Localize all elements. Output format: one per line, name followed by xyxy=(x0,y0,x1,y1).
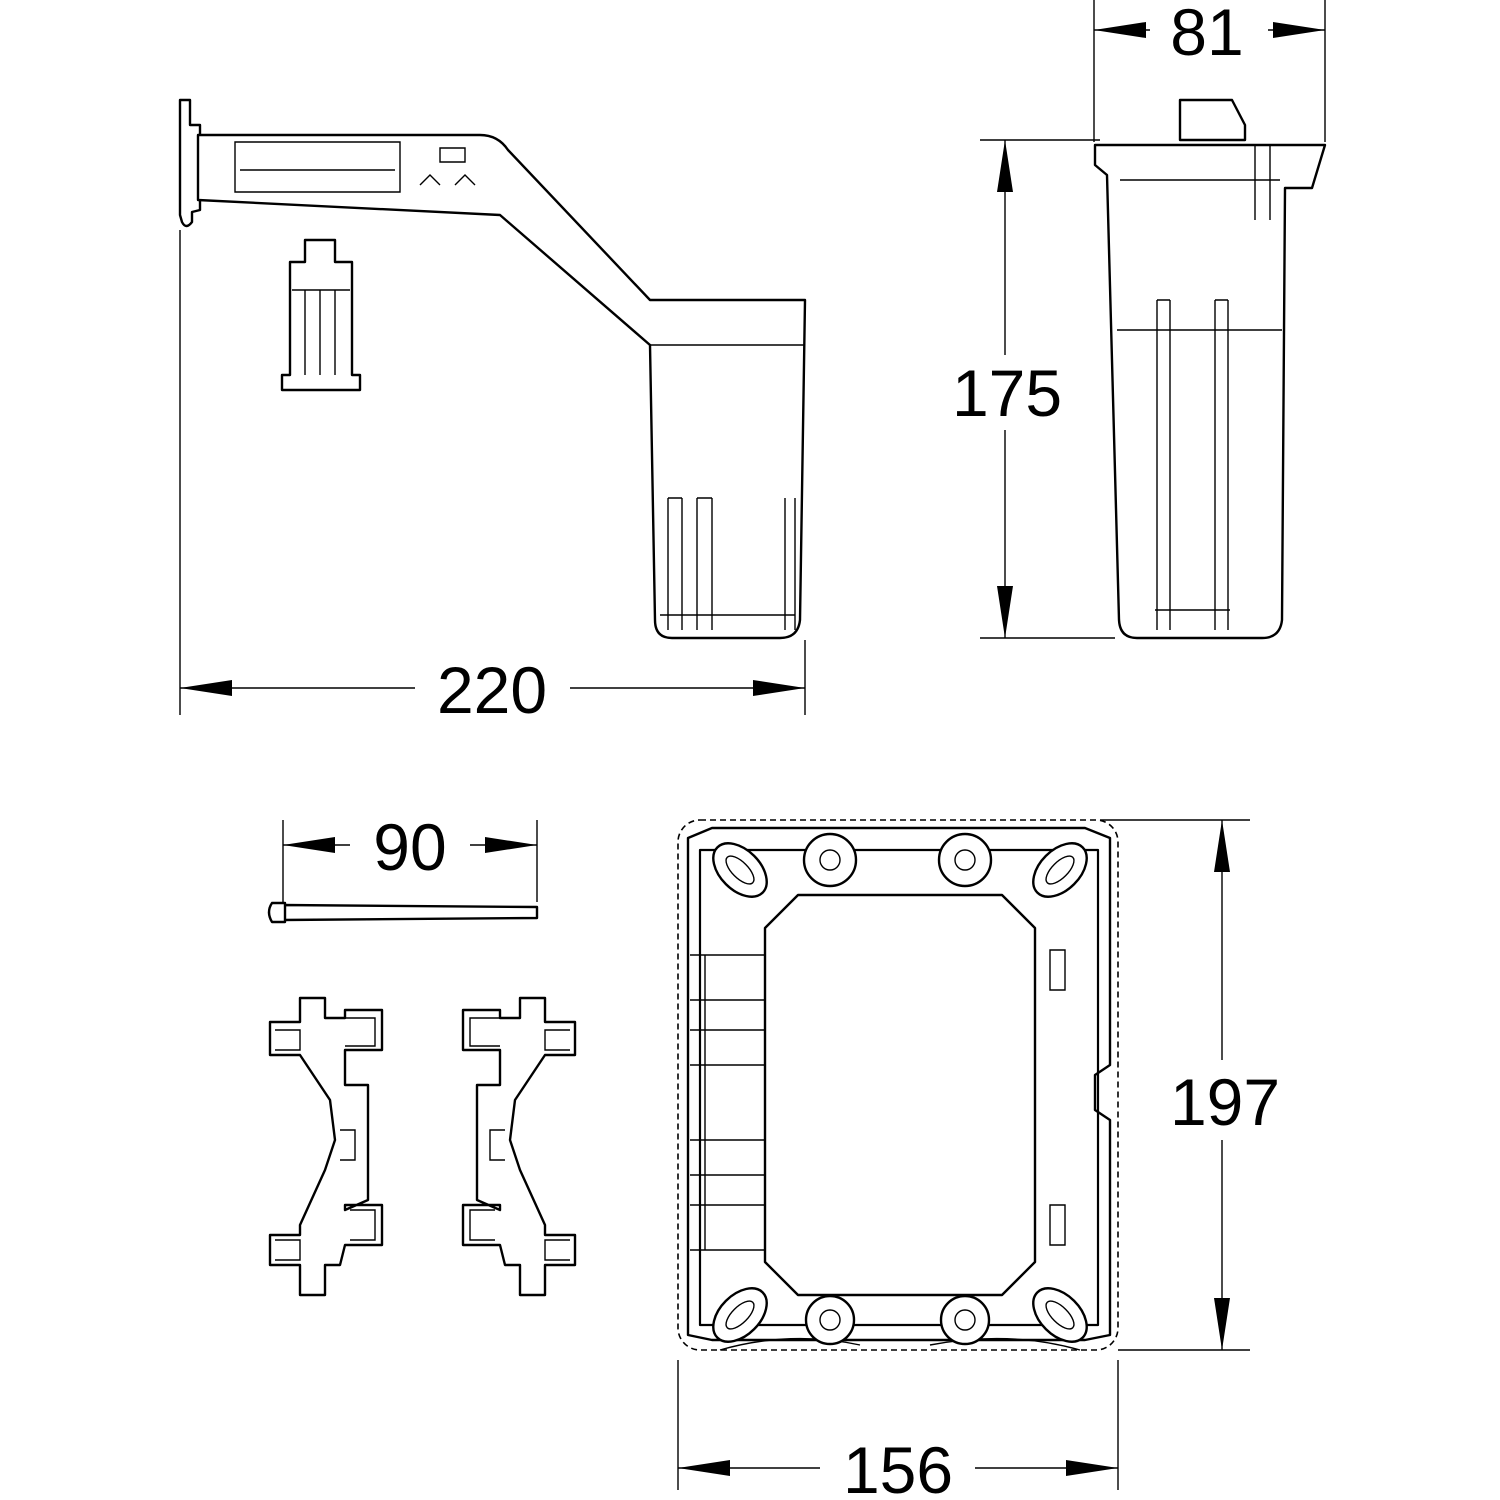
mounting-holes xyxy=(712,832,1088,1346)
dimension-label-220: 220 xyxy=(437,653,547,727)
dimension-label-197: 197 xyxy=(1170,1065,1280,1139)
dimension-220: 220 xyxy=(179,230,806,727)
clip-right xyxy=(461,996,577,1297)
mounting-frame xyxy=(677,819,1119,1351)
dimension-156: 156 xyxy=(677,1360,1119,1500)
dimension-175: 175 xyxy=(952,139,1115,639)
dimension-label-90: 90 xyxy=(373,810,446,884)
plug-part xyxy=(280,238,362,392)
dimension-label-156: 156 xyxy=(843,1433,953,1500)
dimension-label-81: 81 xyxy=(1170,0,1243,69)
bracket-front-view xyxy=(178,98,807,640)
rod-part xyxy=(267,901,539,924)
dimension-197: 197 xyxy=(1100,819,1280,1351)
clip-left xyxy=(268,996,384,1297)
dimension-81: 81 xyxy=(1093,0,1326,142)
bracket-side-view xyxy=(1093,98,1327,640)
dimension-label-175: 175 xyxy=(952,356,1062,430)
dimension-90: 90 xyxy=(282,810,538,902)
